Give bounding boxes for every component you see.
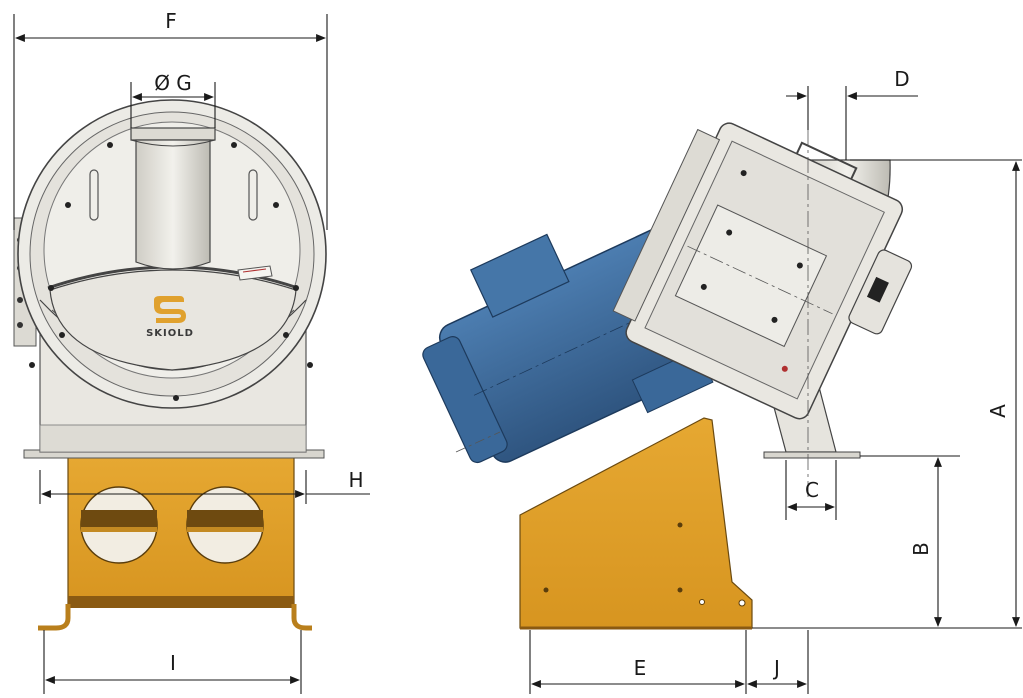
label-D: D — [894, 67, 909, 91]
label-J: J — [772, 656, 780, 680]
label-E: E — [634, 656, 647, 680]
label-I: I — [170, 651, 176, 675]
mill-housing — [612, 122, 913, 420]
side-view — [422, 122, 913, 630]
label-G: Ø G — [154, 71, 192, 95]
label-F: F — [165, 9, 177, 33]
label-C: C — [805, 478, 819, 502]
logo-text: SKIOLD — [146, 328, 194, 339]
label-H: H — [348, 468, 363, 492]
dimension-labels: F Ø G H I D C E J A B — [154, 9, 1010, 680]
front-view: SKIOLD — [13, 99, 327, 631]
label-B: B — [909, 542, 933, 556]
front-stand — [38, 455, 312, 631]
skiold-logo: SKIOLD — [146, 296, 194, 339]
front-bolts — [29, 142, 313, 401]
gauge-icon — [237, 265, 273, 281]
label-A: A — [986, 404, 1010, 418]
side-stand — [519, 417, 753, 630]
dimensions — [13, 14, 1022, 694]
